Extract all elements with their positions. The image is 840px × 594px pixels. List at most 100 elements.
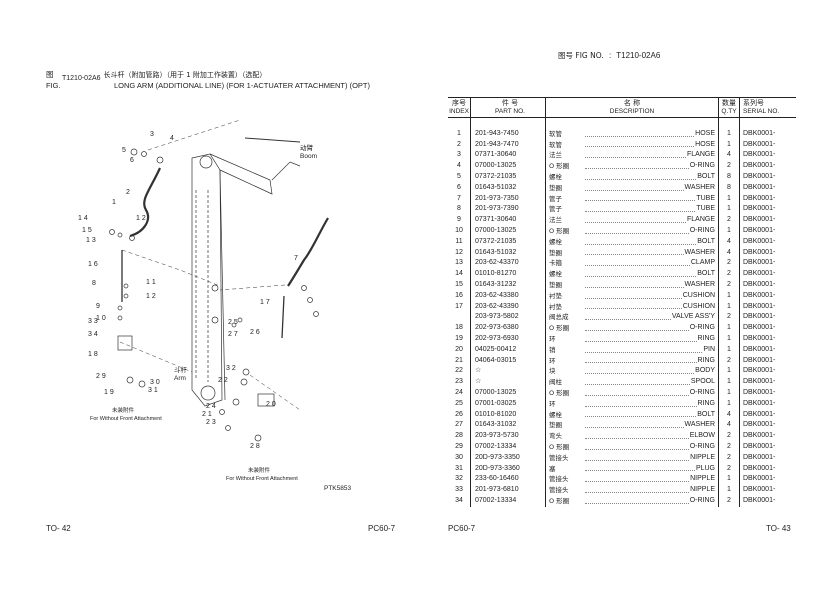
- row-desc-cn: 法兰: [549, 151, 562, 160]
- page-number-left: TO- 42: [46, 524, 71, 533]
- model-right: PC60-7: [448, 524, 476, 533]
- row-desc-cn: 阀总成: [549, 313, 569, 322]
- callout-20: 2 0: [266, 401, 276, 408]
- callout-29: 2 9: [96, 373, 106, 380]
- fig-label-en: FIG.: [46, 81, 61, 90]
- row-qty: 2: [718, 258, 740, 270]
- row-desc-cn: O 形圈: [549, 226, 570, 235]
- row-desc-cn: 塞: [549, 464, 556, 473]
- row-desc-en: WASHER: [684, 248, 715, 256]
- callout-22: 2 2: [218, 377, 228, 384]
- callout-30: 3 0: [150, 379, 160, 386]
- fig-no-value: T1210-02A6: [616, 51, 661, 60]
- row-qty: 1: [718, 485, 740, 496]
- callout-12: 1 2: [136, 215, 146, 222]
- row-desc-en: RING: [697, 356, 716, 364]
- row-qty: 1: [718, 204, 740, 216]
- row-desc-cn: 软管: [549, 140, 562, 149]
- row-part-no: 203-62-43390: [470, 301, 546, 313]
- row-index: 27: [448, 420, 471, 432]
- row-desc-cn: 销: [549, 345, 556, 354]
- callout-5: 5: [122, 147, 126, 154]
- row-serial: DBK0001-: [743, 291, 776, 299]
- row-desc-en: SPOOL: [690, 378, 715, 386]
- row-qty: 2: [718, 355, 740, 367]
- row-desc-cn: O 形圈: [549, 162, 570, 171]
- row-qty: 2: [718, 269, 740, 280]
- row-desc-cn: 阀柱: [549, 378, 562, 387]
- row-part-no: 01010-81270: [470, 269, 546, 280]
- row-desc-cn: 垫圈: [549, 280, 562, 289]
- row-part-no: 201-943-7450: [470, 128, 546, 140]
- row-part-no: 201-973-7350: [470, 193, 546, 205]
- row-index: 33: [448, 485, 471, 496]
- row-serial: DBK0001-: [743, 129, 776, 137]
- row-serial: DBK0001-: [743, 248, 776, 256]
- row-qty: 4: [718, 409, 740, 421]
- callout-12b: 1 2: [146, 293, 156, 300]
- callout-8: 8: [92, 280, 96, 287]
- row-index: 7: [448, 193, 471, 205]
- callout-24: 2 4: [206, 403, 216, 410]
- row-serial: DBK0001-: [743, 432, 776, 440]
- row-desc-cn: 衬垫: [549, 302, 562, 311]
- callout-10: 1 0: [96, 315, 106, 322]
- callout-16: 1 6: [88, 261, 98, 268]
- row-serial: DBK0001-: [743, 313, 776, 321]
- row-desc-cn: 螺栓: [549, 172, 562, 181]
- row-description: 衬垫 CUSHION: [545, 301, 719, 313]
- row-index: 1: [448, 128, 471, 140]
- row-qty: 1: [718, 398, 740, 410]
- row-desc-en: O-RING: [689, 496, 715, 504]
- row-part-no: 04025-00412: [470, 344, 546, 356]
- row-index: 11: [448, 236, 471, 248]
- row-serial: DBK0001-: [743, 270, 776, 278]
- row-desc-en: CUSHION: [682, 302, 715, 310]
- row-serial: DBK0001-: [743, 356, 776, 364]
- row-index: 22: [448, 366, 471, 378]
- row-qty: 2: [718, 312, 740, 324]
- row-index: 6: [448, 182, 471, 194]
- callout-14: 1 4: [78, 215, 88, 222]
- row-desc-en: BODY: [695, 367, 715, 375]
- row-desc-en: FLANGE: [686, 151, 715, 159]
- callout-25: 2 5: [228, 319, 238, 326]
- row-index: 5: [448, 171, 471, 183]
- callouts: 5 3 4 6 2 1 1 4 1 5 1 3 1 6 1 2 8 1 1 1 …: [78, 131, 298, 450]
- row-serial: DBK0001-: [743, 378, 776, 386]
- row-desc-en: HOSE: [695, 140, 715, 148]
- exploded-parts-diagram: 5 3 4 6 2 1 1 4 1 5 1 3 1 6 1 2 8 1 1 1 …: [78, 119, 351, 492]
- valve-block: [117, 335, 133, 351]
- note2-en: For Without Front Attachment: [226, 476, 298, 482]
- row-qty: 2: [718, 463, 740, 475]
- row-index: 14: [448, 269, 471, 280]
- row-index: 34: [448, 495, 471, 507]
- row-desc-en: WASHER: [684, 280, 715, 288]
- row-serial: DBK0001-: [743, 421, 776, 429]
- row-qty: 2: [718, 215, 740, 226]
- row-serial: DBK0001-: [743, 302, 776, 310]
- row-part-no: 201-973-6810: [470, 485, 546, 496]
- row-serial: DBK0001-: [743, 259, 776, 267]
- row-desc-en: BOLT: [697, 172, 715, 180]
- row-serial: DBK0001-: [743, 194, 776, 202]
- row-qty: 1: [718, 333, 740, 345]
